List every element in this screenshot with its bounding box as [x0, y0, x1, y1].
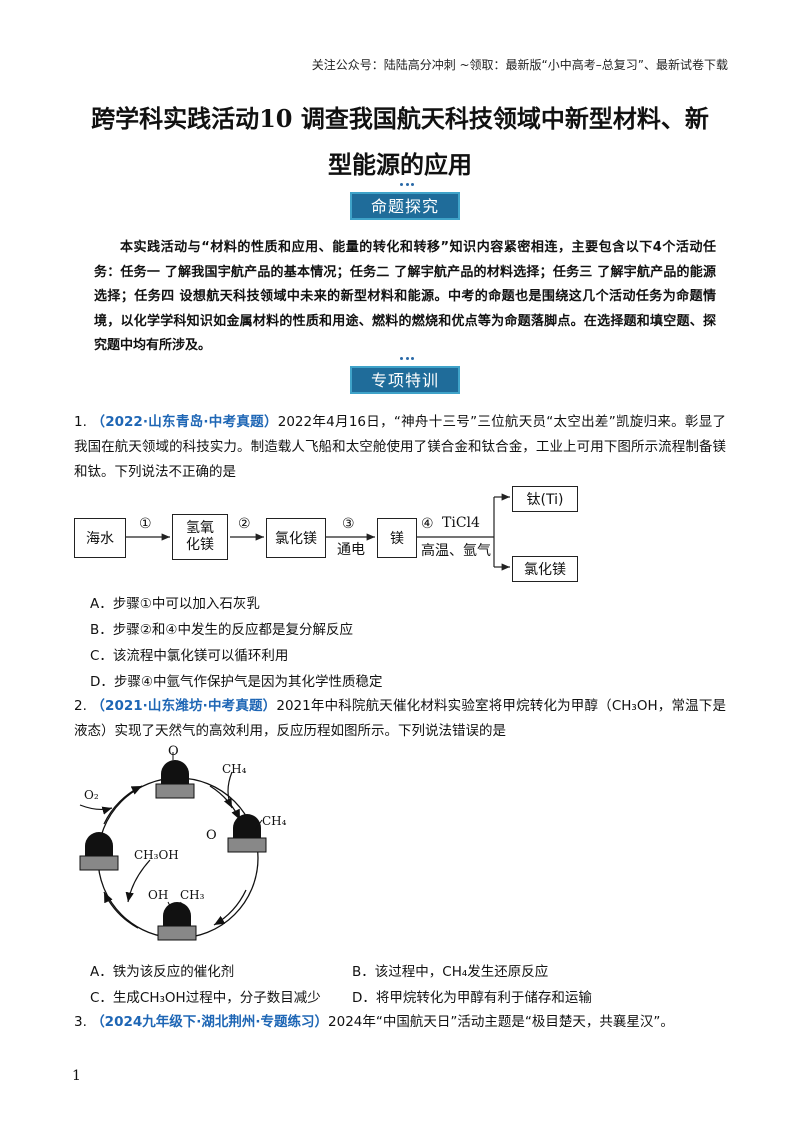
title-line-2: 型能源的应用 — [328, 150, 472, 179]
flow-box-seawater: 海水 — [74, 518, 126, 558]
label-ch3: CH₃ — [180, 888, 205, 902]
question-number: 3. — [74, 1014, 87, 1030]
flow-arrows — [124, 493, 510, 571]
banner-explore: 命题探究 — [350, 183, 466, 226]
question-text: 2022年4月16日，“神舟十三号”三位航天员“太空出差”凯旋归来。彰显了我国在… — [74, 414, 726, 480]
banner-explore-label: 命题探究 — [350, 192, 460, 220]
question-text: 2021年中科院航天催化材料实验室将甲烷转化为甲醇（CH₃OH，常温下是液态）实… — [74, 698, 726, 739]
page-number: 1 — [72, 1068, 81, 1084]
question-1: 1. （2022·山东青岛·中考真题）2022年4月16日，“神舟十三号”三位航… — [74, 410, 726, 485]
question-source: （2021·山东潍坊·中考真题） — [91, 698, 277, 714]
ticl4-label: TiCl4 — [442, 515, 480, 531]
label-ch4-in: CH₄ — [222, 762, 247, 776]
step-1-label: ① — [139, 516, 152, 532]
title-line-1: 跨学科实践活动10 调查我国航天科技领域中新型材料、新 — [91, 104, 709, 133]
step-2-label: ② — [238, 516, 251, 532]
question-3: 3. （2024九年级下·湖北荆州·专题练习）2024年“中国航天日”活动主题是… — [74, 1010, 726, 1035]
catalyst-site-bottom — [157, 902, 197, 941]
question-number: 1. — [74, 414, 87, 430]
question-2: 2. （2021·山东潍坊·中考真题）2021年中科院航天催化材料实验室将甲烷转… — [74, 694, 726, 744]
q1-option-a: A．步骤①中可以加入石灰乳 — [90, 596, 260, 612]
question-number: 2. — [74, 698, 87, 714]
catalyst-site-left — [79, 832, 119, 871]
question-text: 2024年“中国航天日”活动主题是“极目楚天，共襄星汉”。 — [328, 1014, 674, 1030]
page-title: 跨学科实践活动10 调查我国航天科技领域中新型材料、新 型能源的应用 — [60, 96, 740, 188]
step-3-label: ③ — [342, 516, 355, 532]
condition-label: 高温、氩气 — [421, 543, 491, 559]
flow-box-magnesium: 镁 — [377, 518, 417, 558]
q1-option-b: B．步骤②和④中发生的反应都是复分解反应 — [90, 622, 353, 638]
question-source: （2024九年级下·湖北荆州·专题练习） — [91, 1014, 329, 1030]
label-o-right: O — [206, 828, 217, 843]
label-o-top: O — [168, 744, 179, 759]
q2-option-c: C．生成CH₃OH过程中，分子数目减少 — [90, 990, 321, 1006]
q1-option-d: D．步骤④中氩气作保护气是因为其化学性质稳定 — [90, 674, 383, 690]
page-header: 关注公众号：陆陆高分冲刺 ~领取：最新版“小中高考–总复习”、最新试卷下载 — [311, 58, 728, 72]
label-ch4-right: CH₄ — [262, 814, 287, 828]
question-source: （2022·山东青岛·中考真题） — [91, 414, 278, 430]
label-oh: OH — [148, 888, 169, 902]
flow-box-hydroxide: 氢氧化镁 — [172, 514, 228, 560]
catalyst-site-right — [227, 814, 267, 853]
intro-paragraph: 本实践活动与“材料的性质和应用、能量的转化和转移”知识内容紧密相连，主要包含以下… — [94, 240, 716, 353]
flow-box-titanium: 钛(Ti) — [512, 486, 578, 512]
q2-option-b: B．该过程中，CH₄发生还原反应 — [352, 964, 549, 980]
label-o2: O₂ — [84, 788, 99, 802]
flow-box-chloride: 氯化镁 — [266, 518, 326, 558]
catalyst-site-top — [155, 760, 195, 799]
cycle-graphic — [79, 752, 267, 941]
step-4-label: ④ — [421, 516, 434, 532]
q1-option-c: C．该流程中氯化镁可以循环利用 — [90, 648, 289, 664]
banner-training-label: 专项特训 — [350, 366, 460, 394]
label-ch3oh: CH₃OH — [134, 848, 179, 862]
q2-option-a: A．铁为该反应的催化剂 — [90, 964, 235, 980]
electrolysis-label: 通电 — [337, 542, 365, 558]
flow-box-chloride-2: 氯化镁 — [512, 556, 578, 582]
q2-option-d: D．将甲烷转化为甲醇有利于储存和运输 — [352, 990, 592, 1006]
